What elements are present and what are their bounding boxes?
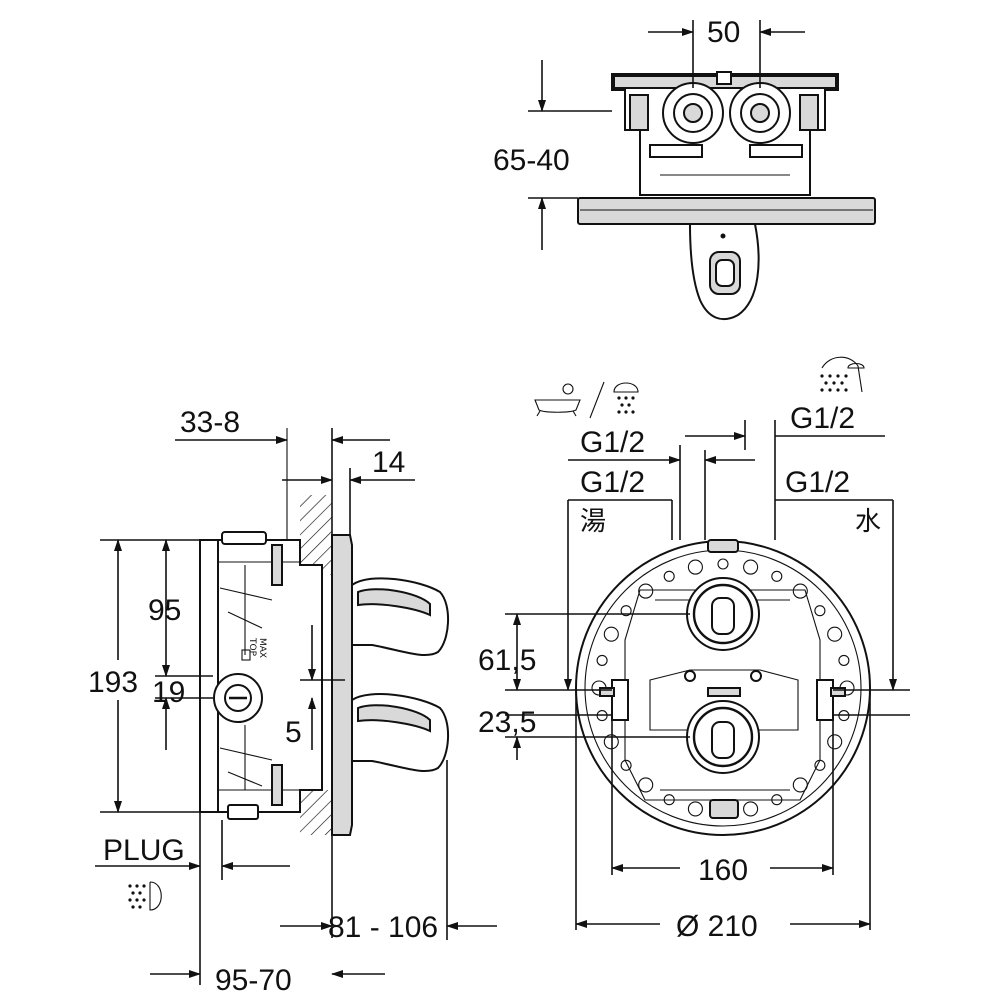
top-view: 50 65-40: [493, 16, 876, 320]
thread-shower: G1/2: [790, 402, 855, 435]
dim-side-height-total: 193: [88, 666, 138, 699]
overhead-shower-icon: [820, 356, 865, 393]
mounting-boss: [687, 559, 703, 575]
mounting-boss: [603, 626, 619, 642]
mounting-boss: [663, 570, 675, 582]
mounting-boss: [687, 801, 703, 817]
mounting-boss: [792, 583, 808, 599]
bathtub-icon: [534, 383, 581, 417]
dim-side-plate: 14: [372, 446, 405, 479]
dim-front-upper: 61,5: [478, 644, 536, 677]
hot-label: 湯: [580, 507, 606, 537]
dim-side-depth: 81 - 106: [328, 911, 438, 944]
mounting-boss: [638, 583, 654, 599]
stamp-max: MAX: [257, 638, 267, 658]
mounting-boss: [743, 801, 759, 817]
plug-label: PLUG: [103, 834, 185, 867]
thread-hot: G1/2: [580, 466, 645, 499]
mounting-boss: [827, 734, 843, 750]
mounting-boss: [620, 605, 632, 617]
thread-tub: G1/2: [580, 426, 645, 459]
mounting-boss: [638, 777, 654, 793]
dim-side-offset: 33-8: [180, 406, 240, 439]
mounting-boss: [620, 759, 632, 771]
side-shower-icon: [128, 881, 162, 911]
dim-top-depth: 65-40: [493, 144, 570, 177]
mounting-boss: [838, 654, 850, 666]
cold-label: 水: [855, 507, 881, 537]
dim-top-spacing: 50: [707, 16, 740, 49]
mounting-boss: [717, 558, 729, 570]
dim-front-width: 160: [698, 854, 748, 887]
mounting-boss: [743, 559, 759, 575]
stamp-top: TOP: [247, 637, 257, 657]
hand-shower-icon: [613, 382, 639, 414]
front-view: G1/2 G1/2 G1/2 湯 G1/2 水 61,5 23,5: [478, 356, 910, 943]
dim-side-small: 5: [285, 716, 302, 749]
thread-cold: G1/2: [785, 466, 850, 499]
dim-side-upper: 95: [148, 594, 181, 627]
dim-front-diameter: Ø 210: [676, 910, 758, 943]
mounting-boss: [771, 570, 783, 582]
dim-side-bottom: 95-70: [215, 964, 292, 997]
side-view: MAX TOP 33-8 14 193 95 19: [88, 406, 497, 997]
mounting-boss: [814, 605, 826, 617]
dim-front-lower: 23,5: [478, 706, 536, 739]
mounting-boss: [827, 626, 843, 642]
dim-side-mid: 19: [152, 676, 185, 709]
mounting-boss: [596, 654, 608, 666]
